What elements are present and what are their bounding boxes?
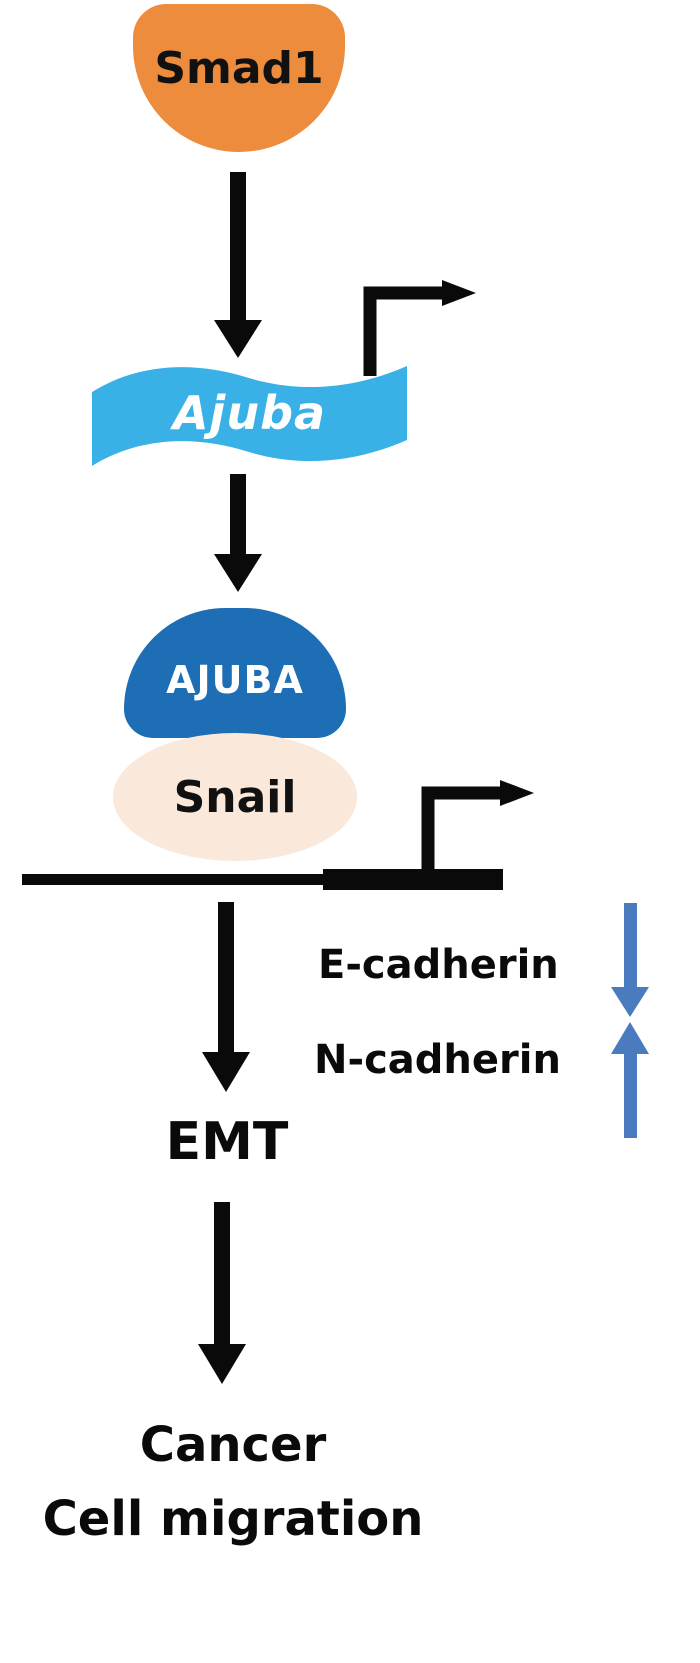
outcome-label: Cancer Cell migration	[43, 1408, 424, 1557]
ajuba-protein-node: AJUBA	[124, 608, 346, 738]
n-cadherin-up-arrow-icon	[611, 1022, 649, 1138]
e-cadherin-down-arrow-icon	[611, 903, 649, 1017]
transcription-start-arrow-target-icon	[421, 780, 534, 880]
snail-label: Snail	[173, 771, 297, 823]
e-cadherin-label: E-cadherin	[318, 942, 559, 988]
emt-label: EMT	[165, 1112, 289, 1172]
arrow-emt-to-migration-icon	[198, 1202, 246, 1384]
arrow-promoter-to-emt-icon	[202, 902, 250, 1092]
ajuba-gene-label: Ajuba	[172, 386, 327, 440]
smad1-node: Smad1	[133, 4, 345, 152]
arrow-smad1-to-ajuba-icon	[214, 172, 262, 358]
outcome-line2: Cell migration	[42, 1491, 424, 1548]
arrow-ajuba-to-ajuba-protein-icon	[214, 474, 262, 592]
smad1-label: Smad1	[154, 42, 324, 94]
ajuba-protein-label: AJUBA	[166, 658, 304, 702]
dna-line	[22, 874, 502, 885]
dna-line-thick-segment	[323, 869, 503, 890]
n-cadherin-label: N-cadherin	[314, 1037, 561, 1083]
ajuba-gene-ribbon	[92, 366, 407, 466]
snail-node: Snail	[113, 733, 357, 861]
outcome-line1: Cancer	[139, 1417, 327, 1473]
transcription-start-arrow-ajuba-icon	[363, 280, 476, 376]
